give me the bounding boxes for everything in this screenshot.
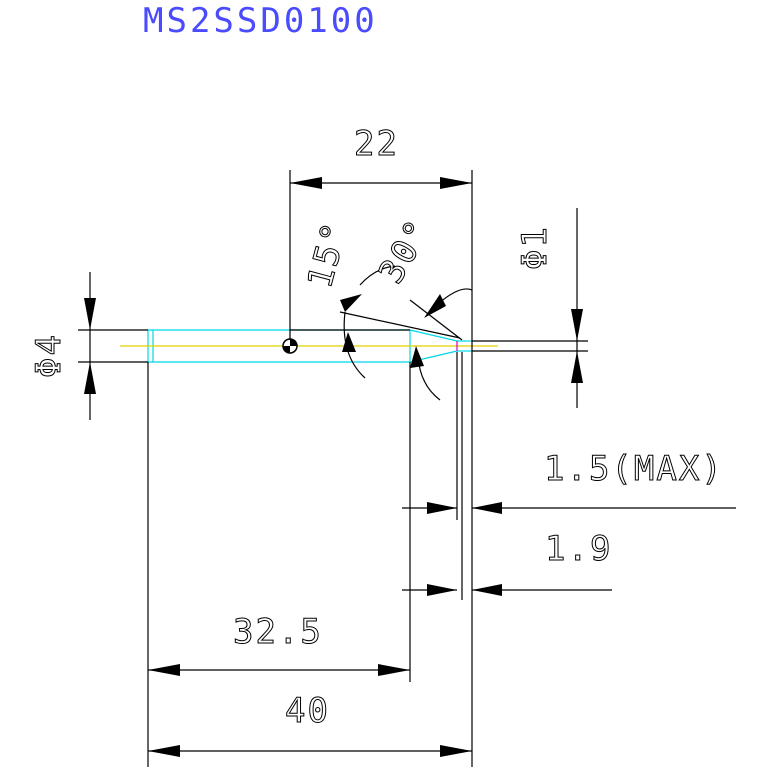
dimension-angle-15: 15° [300, 216, 461, 379]
dimension-22: 22 [289, 124, 473, 767]
dim-text-tip-15: 1.5(MAX) [544, 449, 724, 489]
dim-text-32-5: 32.5 [233, 612, 323, 652]
dimension-32-5: 32.5 [147, 362, 411, 767]
center-mark-icon [282, 338, 298, 354]
dim-text-dia-4: Φ4 [29, 333, 69, 378]
dimension-tip-19: 1.9 [402, 529, 612, 596]
dim-text-tip-19: 1.9 [545, 529, 612, 569]
part-number-title: MS2SSD0100 [143, 1, 378, 41]
dim-text-22: 22 [354, 124, 399, 164]
dim-text-40: 40 [285, 691, 330, 731]
dim-text-dia-1: Φ1 [515, 225, 555, 270]
angle-text-15: 15° [300, 217, 356, 292]
dimension-angle-30: 30° [359, 212, 473, 401]
dimension-40: 40 [148, 691, 472, 757]
dimension-dia-4: Φ4 [29, 272, 148, 420]
angle-text-30: 30° [371, 212, 439, 290]
dimension-tip-15: 1.5(MAX) [402, 449, 736, 514]
dimension-dia-1: Φ1 [472, 208, 588, 408]
